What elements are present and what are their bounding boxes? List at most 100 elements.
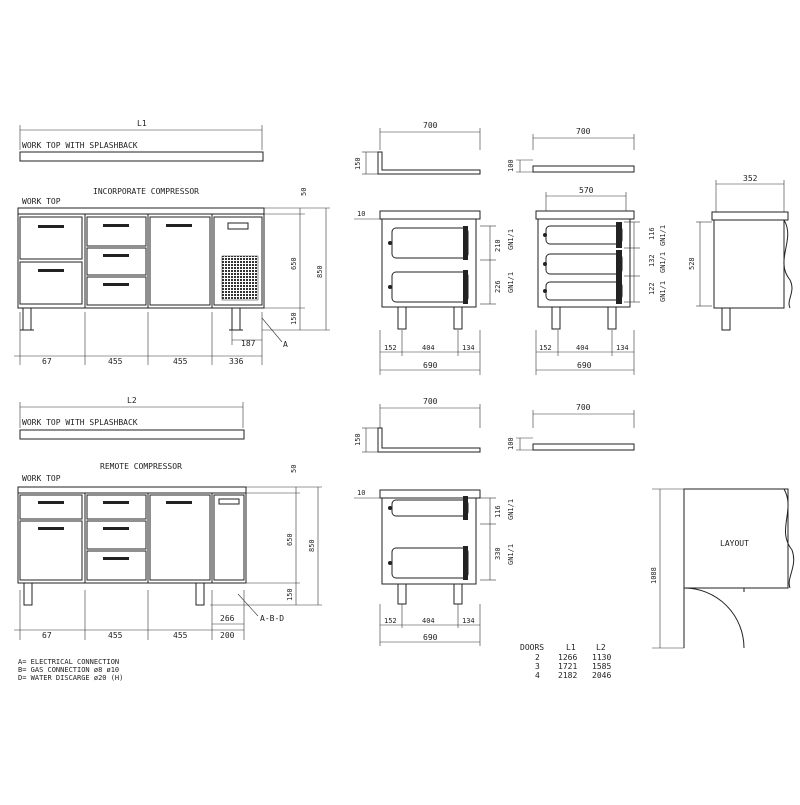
- dim-404-c: 404: [422, 617, 435, 625]
- drawer-small-2: [86, 247, 147, 276]
- drawer-remote-2: [19, 520, 83, 581]
- dim-700-a: 700: [423, 121, 438, 130]
- dim-690-b: 690: [577, 361, 592, 370]
- dim-455-a: 455: [108, 357, 123, 366]
- legend-gas: B= GAS CONNECTION ø8 ø10: [18, 666, 119, 674]
- dim-850-b: 850: [308, 539, 316, 552]
- dim-455-c: 455: [108, 631, 123, 640]
- dim-152-c: 152: [384, 617, 397, 625]
- worktop-splashback-plank-2: [19, 429, 245, 440]
- l1-label: L1: [137, 119, 147, 128]
- dim-150-b: 150: [286, 588, 294, 601]
- side-panel-remote: [213, 494, 245, 581]
- dim-134-c: 134: [462, 617, 475, 625]
- door-1: [149, 216, 211, 306]
- worktop-splashback-label-1: WORK TOP WITH SPLASHBACK: [22, 141, 138, 150]
- dim-700-d: 700: [576, 403, 591, 412]
- horizontal-dims-2: 67 455 455 200 266 A-B-D: [14, 590, 284, 640]
- worktop-splashback-plank-1: [19, 151, 264, 162]
- callout-abd: A-B-D: [260, 614, 284, 623]
- l2-label: L2: [127, 396, 137, 405]
- l1-dimension: L1: [19, 119, 263, 150]
- table-cell: 2: [535, 653, 540, 662]
- splashback-profile-2: 700 150: [354, 397, 481, 453]
- gn-label-1: GN1/1: [507, 229, 515, 250]
- table-cell: 2046: [592, 671, 611, 680]
- drawer-large-1: [19, 216, 83, 260]
- dim-455-d: 455: [173, 631, 188, 640]
- layout-plan: LAYOUT 1088: [650, 488, 795, 649]
- dim-528: 528: [688, 257, 696, 270]
- dim-700-c: 700: [423, 397, 438, 406]
- table-cell: 1130: [592, 653, 611, 662]
- worktop-label-1: WORK TOP: [22, 197, 61, 206]
- dim-116-b: 116: [494, 505, 502, 518]
- dim-67-b: 67: [42, 631, 52, 640]
- dim-200: 200: [220, 631, 235, 640]
- table-cell: 1266: [558, 653, 577, 662]
- dim-187: 187: [241, 339, 256, 348]
- dim-134: 134: [462, 344, 475, 352]
- drawer-remote-5: [86, 550, 147, 581]
- gn-label-5: GN1/1: [659, 281, 667, 302]
- dim-10-b: 10: [357, 489, 365, 497]
- dim-404-b: 404: [576, 344, 589, 352]
- table-cell: 1585: [592, 662, 611, 671]
- doors-table: DOORS L1 L2 2 1266 1130 3 1721 1585 4 21…: [520, 643, 611, 680]
- dim-132: 132: [648, 254, 656, 267]
- dim-226: 226: [494, 280, 502, 293]
- gn-label-7: GN1/1: [507, 544, 515, 565]
- worktop-profile-2: 700 100: [507, 403, 635, 451]
- drawer-large-2: [19, 261, 83, 305]
- callout-a: A: [283, 340, 288, 349]
- dim-67: 67: [42, 357, 52, 366]
- gn-label-3: GN1/1: [659, 225, 667, 246]
- splashback-profile-1: 700 150: [354, 121, 481, 175]
- dim-10: 10: [357, 210, 365, 218]
- dim-700-b: 700: [576, 127, 591, 136]
- dim-134-b: 134: [616, 344, 629, 352]
- dim-122: 122: [648, 282, 656, 295]
- drawer-small-3: [86, 276, 147, 306]
- dim-336: 336: [229, 357, 244, 366]
- dim-100-profile: 100: [507, 159, 515, 172]
- dim-50-b: 50: [290, 465, 298, 473]
- legend-electrical: A= ELECTRICAL CONNECTION: [18, 658, 119, 666]
- table-header-doors: DOORS: [520, 643, 544, 652]
- dim-100-profile-b: 100: [507, 437, 515, 450]
- dim-266: 266: [220, 614, 235, 623]
- dim-650: 650: [290, 257, 298, 270]
- connection-legend: A= ELECTRICAL CONNECTION B= GAS CONNECTI…: [18, 658, 123, 682]
- side-section-1: 10 210 226 GN1/1 GN1/1 152 404 134 690: [354, 210, 515, 375]
- table-cell: 4: [535, 671, 540, 680]
- dim-152: 152: [384, 344, 397, 352]
- dim-352: 352: [743, 174, 758, 183]
- gn-label-6: GN1/1: [507, 499, 515, 520]
- front-elevation-incorporate: [17, 207, 265, 331]
- dim-1088: 1088: [650, 567, 658, 584]
- front-elevation-remote: [17, 486, 247, 606]
- drawer-remote-1: [19, 494, 83, 520]
- gn-label-4: GN1/1: [659, 252, 667, 273]
- worktop-label-2: WORK TOP: [22, 474, 61, 483]
- drawer-remote-4: [86, 520, 147, 550]
- dim-50: 50: [300, 188, 308, 196]
- drawer-remote-3: [86, 494, 147, 520]
- incorporate-compressor-label: INCORPORATE COMPRESSOR: [93, 187, 199, 196]
- dim-152-b: 152: [539, 344, 552, 352]
- gn-label-2: GN1/1: [507, 272, 515, 293]
- dim-150: 150: [290, 312, 298, 325]
- dim-150-profile-b: 150: [354, 433, 362, 446]
- dim-570: 570: [579, 186, 594, 195]
- drawer-small-1: [86, 216, 147, 247]
- dim-404: 404: [422, 344, 435, 352]
- grille-pattern: [221, 255, 259, 301]
- plan-view: 352 528: [688, 174, 793, 331]
- side-section-2: 570 116 132 122 GN1/1 GN1/1 GN1/1 152 40…: [535, 186, 667, 375]
- dim-455-b: 455: [173, 357, 188, 366]
- side-section-3: 10 116 330 GN1/1 GN1/1 152 404 134 690: [354, 489, 515, 646]
- table-cell: 1721: [558, 662, 577, 671]
- dim-150-profile: 150: [354, 157, 362, 170]
- table-header-l1: L1: [566, 643, 576, 652]
